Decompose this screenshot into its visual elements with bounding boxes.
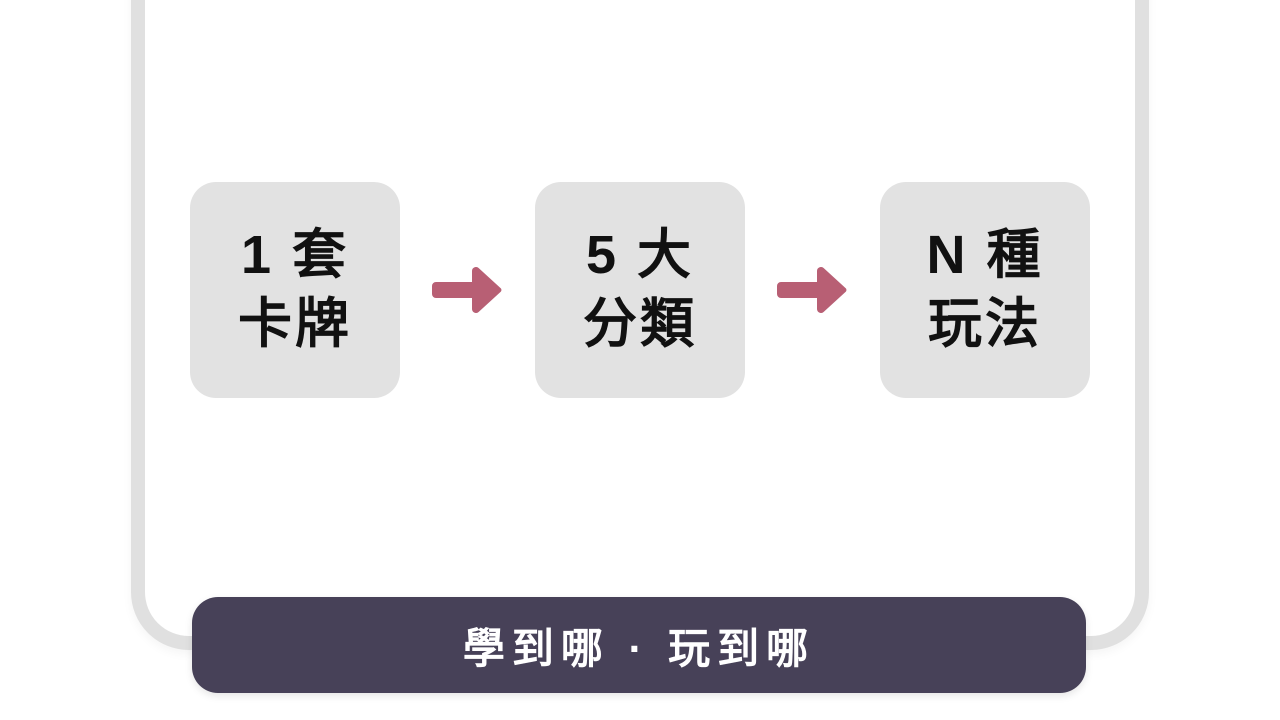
step-card-1-line-2: 卡牌: [238, 294, 352, 354]
arrow-right-icon: [776, 267, 846, 313]
bottom-banner-label: 學到哪 · 玩到哪: [462, 624, 816, 672]
step-card-1[interactable]: 1 套 卡牌: [190, 182, 400, 398]
connector-1: [400, 182, 535, 398]
connector-2: [745, 182, 880, 398]
step-card-1-line-1: 1 套: [240, 224, 350, 285]
arrow-right-icon: [431, 267, 501, 313]
step-card-2-line-1: 5 大: [585, 224, 695, 285]
step-flow: 1 套 卡牌 5 大 分類 N 種 玩法: [0, 182, 1280, 398]
step-card-3-line-2: 玩法: [928, 294, 1042, 354]
bottom-banner[interactable]: 學到哪 · 玩到哪: [192, 597, 1086, 693]
step-card-2-line-2: 分類: [583, 294, 697, 354]
step-card-2[interactable]: 5 大 分類: [535, 182, 745, 398]
step-card-3[interactable]: N 種 玩法: [880, 182, 1090, 398]
step-card-3-line-1: N 種: [926, 224, 1044, 285]
